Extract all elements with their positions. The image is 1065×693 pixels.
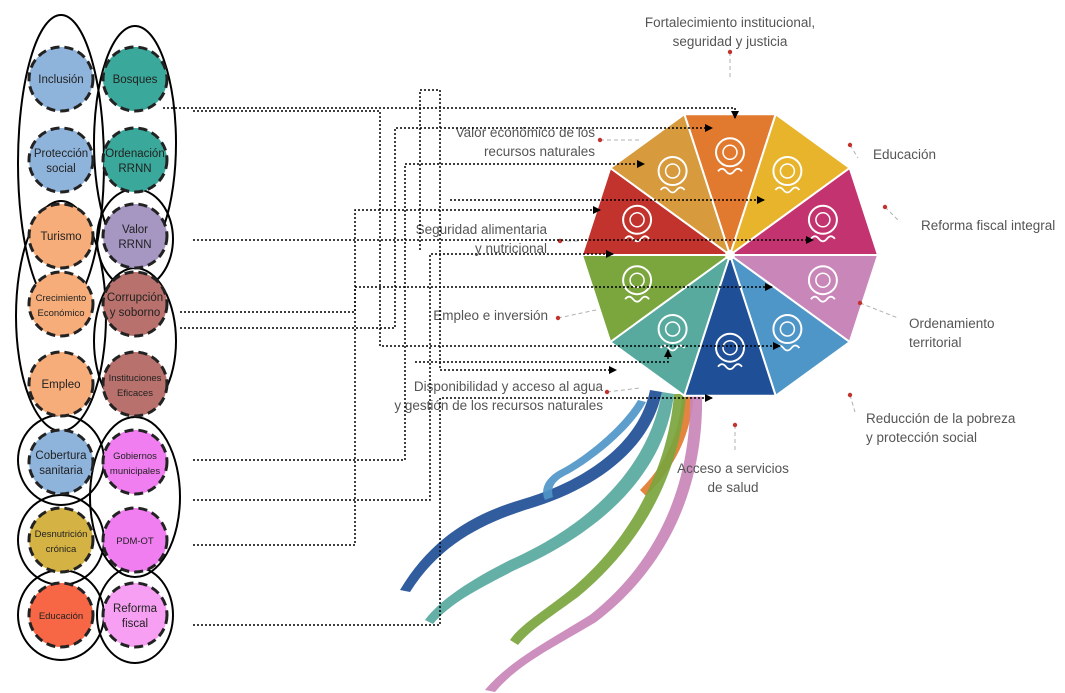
leader-line	[849, 394, 856, 413]
segment-emblem-icon	[715, 332, 745, 371]
topic-circle-inclusion: Inclusión	[27, 45, 95, 113]
leader-dot	[555, 315, 561, 321]
leader-line	[606, 387, 641, 393]
topic-circle-empleo: Empleo	[27, 350, 95, 418]
segment-emblem-icon	[657, 156, 688, 194]
wheel-label-empleo-e-inversion: Empleo e inversión	[433, 308, 548, 323]
leader-line	[859, 302, 899, 319]
segment-emblem-icon	[807, 204, 838, 243]
svg-text:Turismo: Turismo	[40, 231, 81, 243]
wheel-label-fortalecimiento-institucional: Fortalecimiento institucional,seguridad …	[645, 15, 815, 49]
connector-arrow-7	[193, 250, 614, 501]
kite-tail-2	[425, 392, 674, 624]
connector-arrow-1	[163, 107, 739, 119]
leader-dot	[882, 204, 888, 210]
segment-emblem-icon	[715, 137, 745, 175]
segment-emblem-icon	[807, 265, 838, 303]
segment-emblem-icon	[622, 204, 653, 243]
leader-dot	[847, 142, 853, 148]
connector-arrow-5	[180, 206, 601, 313]
wheel-labels: Fortalecimiento institucional,seguridad …	[394, 15, 1055, 495]
kite-tail-3	[543, 400, 646, 500]
svg-text:Bosques: Bosques	[113, 74, 158, 86]
wheel-label-educacion: Educación	[873, 147, 936, 162]
svg-text:Inclusión: Inclusión	[38, 74, 83, 86]
segment-emblem-icon	[622, 265, 653, 303]
topic-circle-bosques: Bosques	[101, 45, 169, 113]
connector-arrow-2	[193, 110, 781, 350]
svg-text:Empleo: Empleo	[42, 379, 81, 391]
connector-arrow-9	[193, 394, 713, 626]
segment-emblem-icon	[772, 156, 803, 194]
leader-dot	[597, 137, 603, 143]
leader-line	[557, 309, 597, 319]
leader-dot	[732, 422, 738, 428]
topic-circle-educacion: Educación	[27, 581, 95, 649]
connector-arrow-6	[193, 160, 645, 461]
leader-line	[884, 206, 901, 223]
svg-text:Educación: Educación	[39, 611, 83, 622]
agenda-wheel	[580, 112, 880, 398]
connector-arrow-4	[180, 124, 713, 329]
connector-arrow-10	[415, 349, 672, 363]
kite-tail-5	[485, 394, 703, 692]
svg-text:PDM-OT: PDM-OT	[116, 536, 154, 547]
kite-tails	[400, 390, 703, 692]
connectors	[163, 89, 814, 626]
segment-emblem-icon	[657, 314, 688, 352]
connector-arrow-8	[193, 283, 773, 546]
connector-arrow-11	[419, 89, 617, 374]
leader-dot	[857, 300, 863, 306]
leader-dot	[604, 389, 610, 395]
topic-circle-turismo: Turismo	[27, 202, 95, 270]
leader-dot	[847, 392, 853, 398]
leader-line	[849, 144, 859, 159]
topic-circle-pdm-ot: PDM-OT	[101, 506, 169, 574]
wheel-label-reforma-fiscal-integral: Reforma fiscal integral	[921, 218, 1055, 233]
leader-dot	[727, 49, 733, 55]
